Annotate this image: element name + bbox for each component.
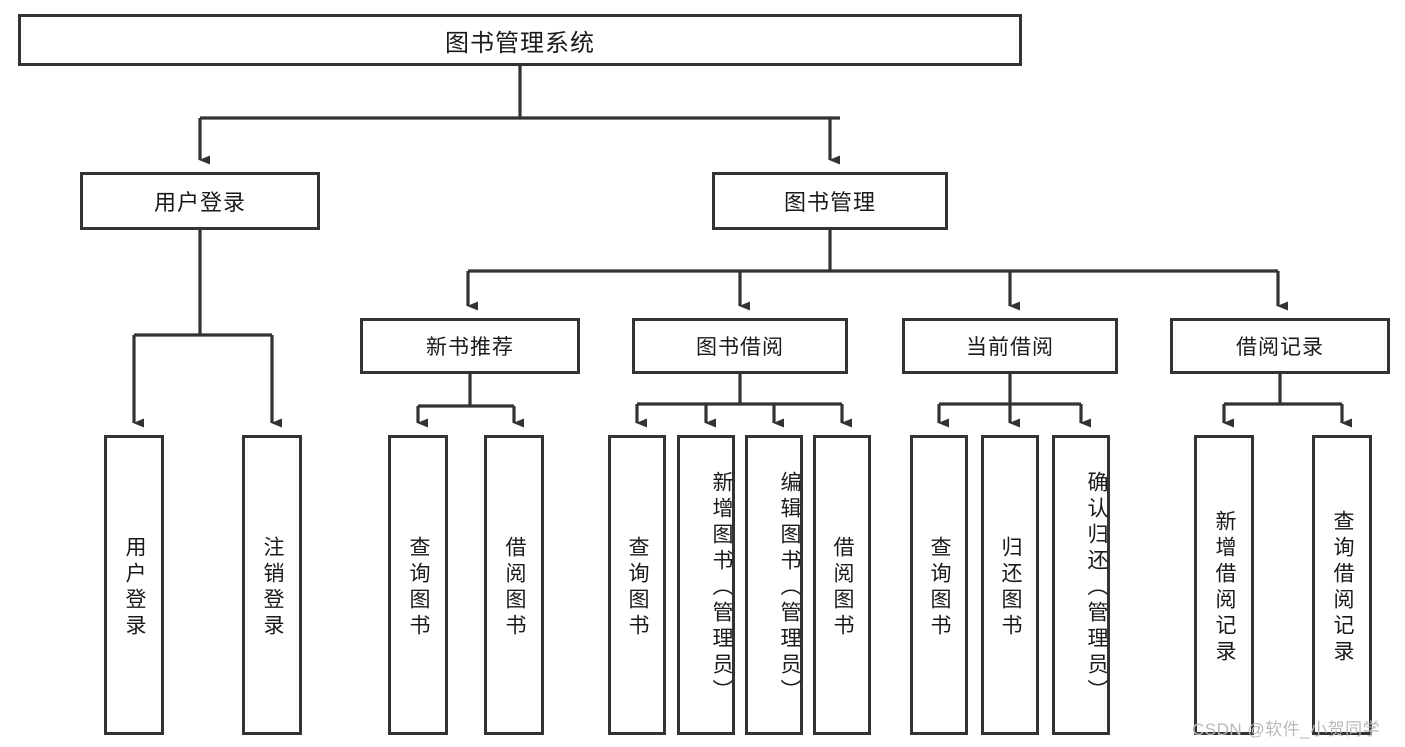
leaf-add-borrow-record[interactable]: 新增借阅记录 [1194,435,1254,735]
leaf-borrow-book-recommend[interactable]: 借阅图书 [484,435,544,735]
leaf-edit-book-admin[interactable]: 编辑图书（管理员） [745,435,803,735]
leaf-query-book-current[interactable]: 查询图书 [910,435,968,735]
node-new-book-recommend[interactable]: 新书推荐 [360,318,580,374]
node-borrow-record[interactable]: 借阅记录 [1170,318,1390,374]
leaf-add-borrow-record-label: 新增借阅记录 [1213,510,1237,666]
leaf-return-book[interactable]: 归还图书 [981,435,1039,735]
leaf-confirm-return-admin-label: 确认归还（管理员） [1085,471,1108,705]
leaf-query-book-borrow[interactable]: 查询图书 [608,435,666,735]
node-book-management[interactable]: 图书管理 [712,172,948,230]
leaf-logout-label: 注销登录 [261,536,285,640]
node-book-borrow[interactable]: 图书借阅 [632,318,848,374]
leaf-logout[interactable]: 注销登录 [242,435,302,735]
node-book-borrow-label: 图书借阅 [696,336,784,359]
leaf-query-book-current-label: 查询图书 [928,536,952,640]
leaf-query-borrow-record-label: 查询借阅记录 [1331,510,1355,666]
node-user-login-label: 用户登录 [153,190,246,215]
node-book-management-label: 图书管理 [783,190,876,215]
node-borrow-record-label: 借阅记录 [1236,336,1324,359]
leaf-query-book-borrow-label: 查询图书 [626,536,650,640]
leaf-add-book-admin[interactable]: 新增图书（管理员） [677,435,735,735]
node-user-login[interactable]: 用户登录 [80,172,320,230]
leaf-borrow-book-label: 借阅图书 [831,536,855,640]
leaf-borrow-book-recommend-label: 借阅图书 [503,536,527,640]
node-new-book-recommend-label: 新书推荐 [426,336,514,359]
node-root-label: 图书管理系统 [445,29,595,57]
leaf-user-login-label: 用户登录 [123,536,147,640]
leaf-borrow-book[interactable]: 借阅图书 [813,435,871,735]
leaf-query-book-recommend-label: 查询图书 [407,536,431,640]
leaf-return-book-label: 归还图书 [999,536,1023,640]
node-current-borrow-label: 当前借阅 [966,336,1054,359]
node-root[interactable]: 图书管理系统 [18,14,1022,66]
leaf-edit-book-admin-label: 编辑图书（管理员） [778,471,801,705]
leaf-query-borrow-record[interactable]: 查询借阅记录 [1312,435,1372,735]
leaf-add-book-admin-label: 新增图书（管理员） [710,471,733,705]
leaf-confirm-return-admin[interactable]: 确认归还（管理员） [1052,435,1110,735]
leaf-query-book-recommend[interactable]: 查询图书 [388,435,448,735]
watermark: CSDN @软件_小贺同学 [1192,720,1381,739]
leaf-user-login[interactable]: 用户登录 [104,435,164,735]
node-current-borrow[interactable]: 当前借阅 [902,318,1118,374]
